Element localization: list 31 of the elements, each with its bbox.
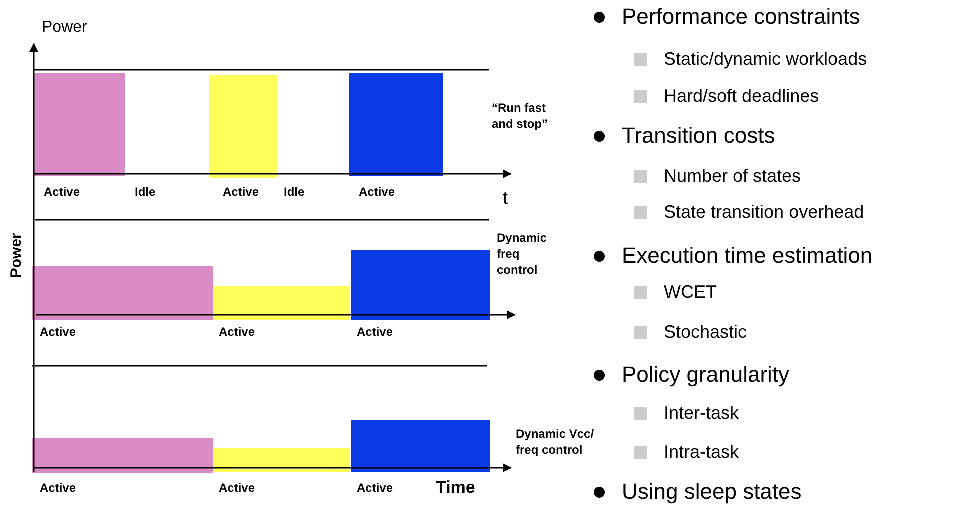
sub-bullet-item: Static/dynamic workloads bbox=[634, 49, 868, 70]
annotation: “Run fast and stop” bbox=[492, 100, 549, 132]
state-label: Active bbox=[219, 326, 256, 340]
annotation: Dynamic freq control bbox=[497, 230, 548, 279]
axis-label: Power bbox=[8, 233, 26, 278]
state-label: Idle bbox=[135, 186, 156, 200]
bullet-item: Using sleep states bbox=[594, 479, 802, 504]
sub-bullet-item: Inter-task bbox=[634, 403, 740, 424]
state-label: Active bbox=[223, 186, 260, 200]
bullet-item: Performance constraints bbox=[594, 4, 860, 30]
sub-bullet-item: Hard/soft deadlines bbox=[634, 86, 820, 107]
state-label: Active bbox=[357, 326, 394, 340]
bullet-item: Policy granularity bbox=[594, 362, 790, 388]
sub-bullet-item: State transition overhead bbox=[634, 202, 864, 223]
axis-label: t bbox=[503, 188, 508, 209]
annotation: Dynamic Vcc/ freq control bbox=[516, 426, 596, 458]
bullet-item: Execution time estimation bbox=[594, 243, 873, 268]
state-label: Active bbox=[40, 326, 76, 340]
axis-label: Power bbox=[42, 19, 88, 38]
sub-bullet-item: Number of states bbox=[634, 166, 802, 187]
state-label: Active bbox=[44, 186, 80, 200]
bullet-item: Transition costs bbox=[594, 123, 776, 148]
sub-bullet-item: WCET bbox=[634, 282, 717, 303]
state-label: Active bbox=[40, 482, 76, 496]
state-label: Active bbox=[219, 482, 256, 496]
sub-bullet-item: Stochastic bbox=[634, 322, 748, 343]
state-label: Active bbox=[357, 482, 394, 496]
state-label: Active bbox=[359, 186, 396, 200]
state-label: Idle bbox=[284, 186, 305, 200]
axis-label: Time bbox=[436, 478, 476, 498]
sub-bullet-item: Intra-task bbox=[634, 442, 740, 463]
